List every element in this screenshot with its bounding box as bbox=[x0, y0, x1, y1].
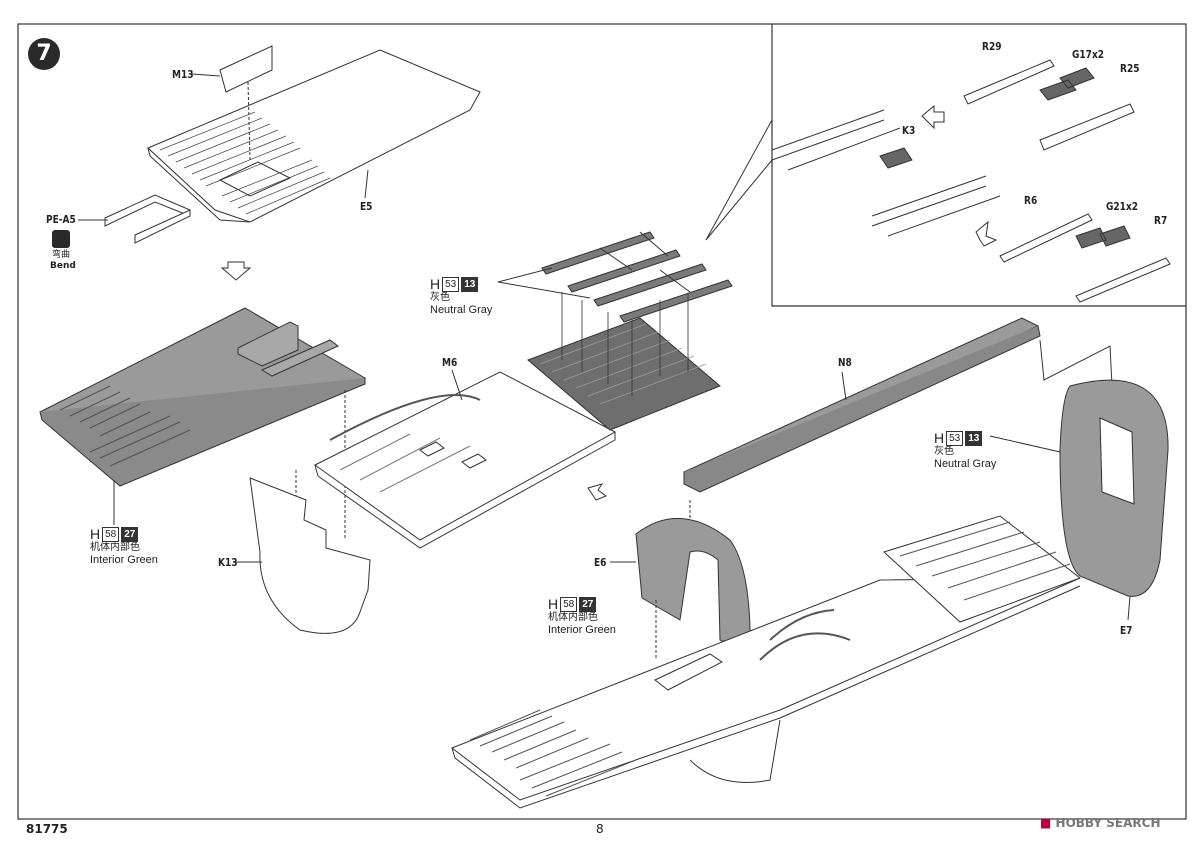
label-e5: E5 bbox=[360, 200, 373, 213]
label-pe-a5: PE-A5 bbox=[46, 213, 76, 226]
rear-deck bbox=[883, 515, 1082, 623]
inset-pointer bbox=[705, 119, 773, 241]
paint-name-en: Neutral Gray bbox=[430, 303, 493, 316]
label-g21: G21x2 bbox=[1106, 200, 1139, 213]
arrow-n8 bbox=[1039, 339, 1113, 386]
label-r25: R25 bbox=[1120, 62, 1140, 75]
watermark: ■ HOBBY SEARCH bbox=[1040, 816, 1161, 830]
arrows-frames bbox=[561, 292, 689, 396]
leader-gray-frames bbox=[497, 267, 591, 299]
left-floor-assembly bbox=[39, 307, 367, 487]
paint-name-cn: 机体内部色 bbox=[548, 612, 598, 624]
assembly-arrow-1 bbox=[220, 261, 252, 281]
watermark-logo: ■ bbox=[1040, 816, 1052, 830]
part-k13 bbox=[249, 477, 371, 634]
e5-slats bbox=[159, 111, 331, 215]
paint-code-2: 13 bbox=[461, 276, 479, 292]
paint-code-1: 58 bbox=[102, 526, 120, 542]
label-r6: R6 bbox=[1024, 194, 1038, 207]
m6-deck-dark bbox=[527, 317, 721, 431]
leader-n8 bbox=[841, 371, 847, 401]
inset-arrows bbox=[587, 104, 998, 501]
label-g17: G17x2 bbox=[1072, 48, 1105, 61]
paint-letter: H bbox=[934, 430, 945, 446]
label-r29: R29 bbox=[982, 40, 1002, 53]
paint-code-1: 53 bbox=[442, 276, 460, 292]
paint-letter: H bbox=[90, 526, 101, 542]
bend-icon bbox=[52, 230, 70, 248]
upper-frames bbox=[541, 231, 733, 323]
bend-cn: 弯曲 bbox=[51, 250, 70, 260]
label-k13: K13 bbox=[218, 556, 238, 569]
paint-name-en: Interior Green bbox=[90, 553, 158, 566]
paint-name-en: Interior Green bbox=[548, 623, 616, 636]
part-e7 bbox=[1059, 379, 1169, 597]
main-floor-ribs bbox=[469, 609, 851, 797]
paint-code-1: 53 bbox=[946, 430, 964, 446]
inset-parts bbox=[771, 59, 1171, 303]
paint-name-en: Neutral Gray bbox=[934, 457, 997, 470]
watermark-text: HOBBY SEARCH bbox=[1055, 816, 1161, 830]
part-e5-floor bbox=[147, 49, 481, 223]
paint-code-2: 27 bbox=[579, 596, 597, 612]
paint-code-2: 13 bbox=[965, 430, 983, 446]
arrow-m13 bbox=[247, 81, 251, 161]
paint-letter: H bbox=[548, 596, 559, 612]
part-m13 bbox=[219, 45, 273, 93]
paint-letter: H bbox=[430, 276, 441, 292]
label-m13: M13 bbox=[172, 68, 194, 81]
bend-en: Bend bbox=[50, 260, 76, 271]
page-frame bbox=[17, 23, 1187, 820]
leader-m13 bbox=[191, 73, 221, 77]
part-pe-a5 bbox=[104, 194, 191, 244]
part-n8 bbox=[683, 317, 1041, 493]
label-e6: E6 bbox=[594, 556, 607, 569]
leader-e7 bbox=[1127, 595, 1131, 621]
label-m6: M6 bbox=[442, 356, 458, 369]
paint-name-cn: 机体内部色 bbox=[90, 542, 140, 554]
part-m6 bbox=[314, 371, 617, 549]
bend-note: 弯曲 Bend bbox=[50, 250, 76, 272]
label-n8: N8 bbox=[838, 356, 852, 369]
part-e6 bbox=[635, 517, 751, 657]
paint-name-cn: 灰色 bbox=[430, 292, 450, 304]
step-number-badge: 7 bbox=[28, 38, 60, 70]
paint-name-cn: 灰色 bbox=[934, 446, 954, 458]
paint-code-2: 27 bbox=[121, 526, 139, 542]
leader-m6 bbox=[451, 369, 463, 401]
leader-e7-paint bbox=[989, 435, 1061, 453]
kit-number: 81775 bbox=[26, 822, 68, 836]
label-e7: E7 bbox=[1120, 624, 1133, 637]
leader-e5 bbox=[364, 169, 369, 199]
label-r7: R7 bbox=[1154, 214, 1168, 227]
label-k3: K3 bbox=[902, 124, 916, 137]
paint-code-1: 58 bbox=[560, 596, 578, 612]
detail-inset-box bbox=[771, 24, 1186, 307]
left-floor-ribs bbox=[59, 385, 191, 467]
page-number: 8 bbox=[596, 822, 604, 836]
